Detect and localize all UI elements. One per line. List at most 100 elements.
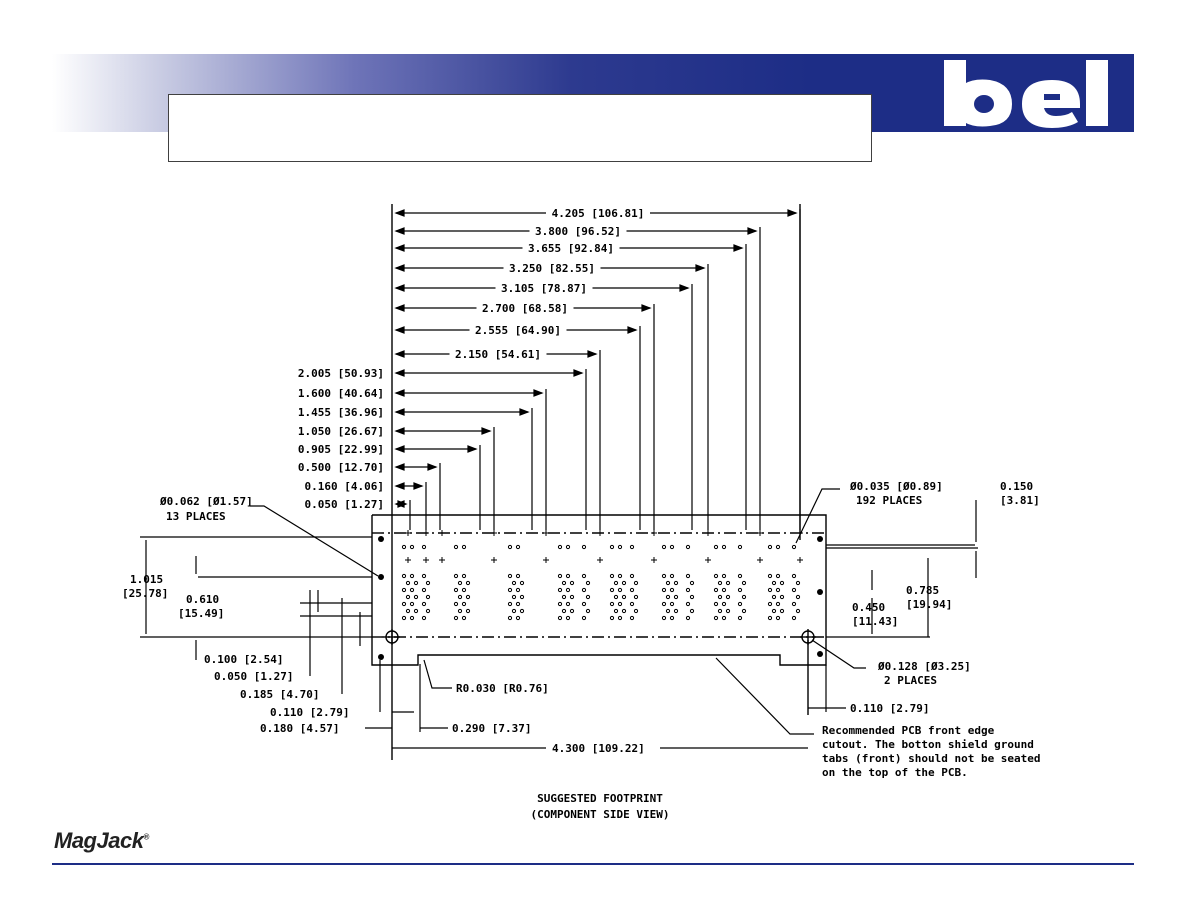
pin-hole	[413, 580, 419, 586]
pin-hole	[421, 587, 427, 593]
dim-label-3: 3.250 [82.55]	[509, 262, 595, 275]
pin-hole	[465, 608, 471, 614]
pin-hole	[713, 573, 719, 579]
pin-hole	[737, 615, 743, 621]
pin-hole	[629, 615, 635, 621]
height-inner-1: 0.610	[186, 593, 219, 606]
pin-hole	[425, 580, 431, 586]
dim-label-8: 2.005 [50.93]	[298, 367, 384, 380]
pin-hole	[421, 573, 427, 579]
pin-hole	[405, 580, 411, 586]
pin-hole	[713, 587, 719, 593]
dim-arrow-2	[733, 244, 744, 252]
magjack-brand: MagJack®	[54, 828, 149, 854]
dim-arrow-6	[394, 326, 405, 334]
pin-hole	[775, 544, 781, 550]
pin-hole	[465, 594, 471, 600]
pin-hole	[621, 580, 627, 586]
pin-hole	[775, 615, 781, 621]
pin-hole	[515, 544, 521, 550]
note-line-1: Recommended PCB front edge	[822, 724, 995, 737]
pin-hole	[461, 615, 467, 621]
pin-hole	[613, 608, 619, 614]
pin-hole	[721, 573, 727, 579]
footer-rule	[52, 863, 1134, 865]
height-total-2: [25.78]	[122, 587, 168, 600]
pin-hole	[581, 601, 587, 607]
dim-label-6: 2.555 [64.90]	[475, 324, 561, 337]
brand-mark: ®	[143, 832, 149, 842]
pin-hole	[581, 615, 587, 621]
pin-cross	[757, 530, 763, 563]
pin-hole	[401, 544, 407, 550]
dim-arrow-5	[394, 304, 405, 312]
pin-hole	[665, 594, 671, 600]
dim-label-10: 1.455 [36.96]	[298, 406, 384, 419]
dim-label-7: 2.150 [54.61]	[455, 348, 541, 361]
pin-hole	[453, 573, 459, 579]
bottom-left-dim-4: 0.110 [2.79]	[270, 706, 349, 719]
pin-hole	[519, 594, 525, 600]
dim-label-bg-0	[546, 206, 650, 220]
pin-hole	[401, 615, 407, 621]
pin-hole	[689, 608, 695, 614]
dim-arrow-6	[627, 326, 638, 334]
pin-hole	[771, 608, 777, 614]
pin-hole	[685, 587, 691, 593]
pin-hole	[673, 594, 679, 600]
pin-hole	[713, 601, 719, 607]
dim-label-1: 3.800 [96.52]	[535, 225, 621, 238]
pin-hole	[609, 601, 615, 607]
pin-hole	[613, 594, 619, 600]
dim-label-13: 0.500 [12.70]	[298, 461, 384, 474]
pin-hole	[741, 608, 747, 614]
dim-label-14: 0.160 [4.06]	[305, 480, 384, 493]
pin-hole	[507, 544, 513, 550]
pin-hole	[565, 587, 571, 593]
pin-hole	[401, 587, 407, 593]
bel-logo-graphic	[940, 54, 1134, 132]
pin-hole	[767, 601, 773, 607]
pin-hole	[661, 601, 667, 607]
pin-hole	[557, 601, 563, 607]
pin-hole	[633, 608, 639, 614]
brand-text: MagJack	[54, 828, 144, 853]
caption-line-2: (COMPONENT SIDE VIEW)	[530, 808, 670, 821]
pin-hole	[779, 580, 785, 586]
dim-arrow-9	[394, 389, 405, 397]
dim-arrow-13	[394, 463, 405, 471]
pin-hole	[633, 580, 639, 586]
pin-hole	[689, 594, 695, 600]
dim-arrow-0	[787, 209, 798, 217]
pin-hole	[791, 601, 797, 607]
dim-label-bg-4	[495, 281, 593, 295]
pin-hole	[737, 544, 743, 550]
pin-hole	[511, 580, 517, 586]
dim-arrow-1	[394, 227, 405, 235]
pin-hole	[617, 544, 623, 550]
pin-hole	[609, 573, 615, 579]
dim-arrow-4	[679, 284, 690, 292]
dim-label-9: 1.600 [40.64]	[298, 387, 384, 400]
dim-arrow-10	[394, 408, 405, 416]
pin-cross	[405, 530, 411, 563]
pin-hole	[721, 615, 727, 621]
pin-hole	[581, 587, 587, 593]
pin-hole	[717, 608, 723, 614]
pin-hole	[585, 594, 591, 600]
dim-label-bg-2	[522, 241, 620, 255]
dim-arrow-14	[413, 482, 424, 490]
pin-hole	[713, 544, 719, 550]
pin-hole	[507, 615, 513, 621]
pin-hole	[771, 594, 777, 600]
pin-hole	[453, 601, 459, 607]
pin-hole	[725, 608, 731, 614]
dim-label-bg-3	[503, 261, 601, 275]
dim-arrow-14	[394, 482, 405, 490]
dim-label-11: 1.050 [26.67]	[298, 425, 384, 438]
pin-hole	[409, 601, 415, 607]
pin-hole	[405, 594, 411, 600]
pin-hole	[515, 601, 521, 607]
pin-hole	[685, 601, 691, 607]
